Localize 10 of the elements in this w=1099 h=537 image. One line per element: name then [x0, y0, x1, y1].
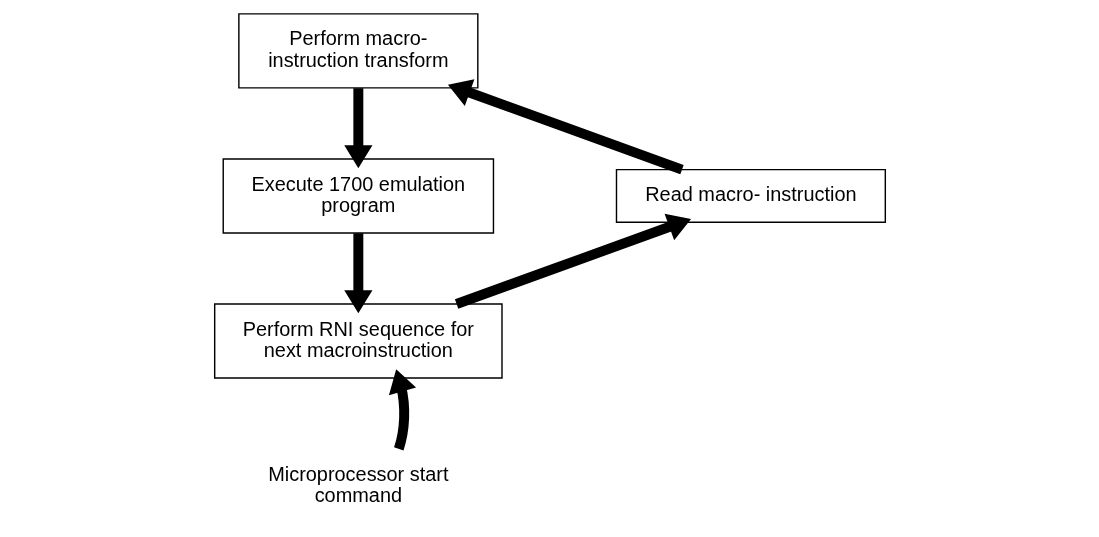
arrow [388, 369, 416, 451]
node-box: Perform macro- instruction transform [237, 13, 479, 89]
node-text: Microprocessor start command [267, 462, 448, 507]
node-box: Execute 1700 emulation program [222, 158, 494, 234]
node-box: Perform RNI sequence for next macroinstruction [213, 303, 503, 379]
arrow [343, 233, 372, 314]
node-box: Read macro- instruction [615, 168, 886, 223]
arrow [454, 213, 691, 309]
arrow [343, 88, 372, 169]
arrow [447, 79, 684, 175]
